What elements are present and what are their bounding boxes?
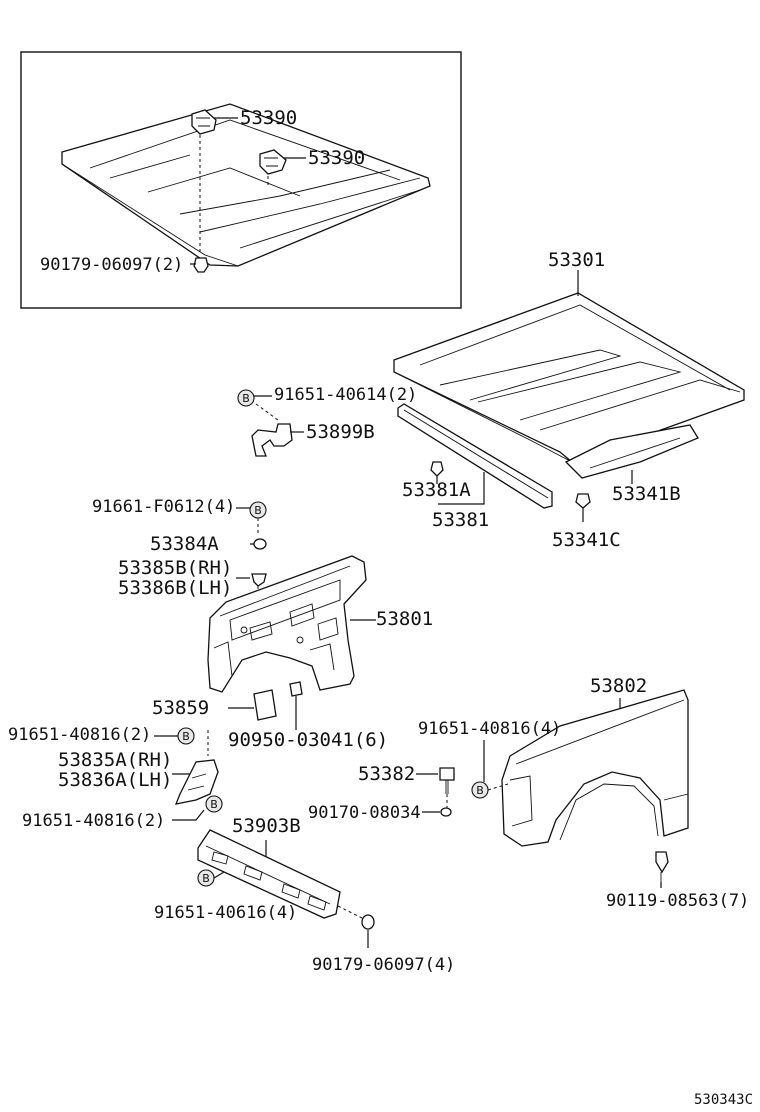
- label-90179-06097-inset: 90179-06097(2): [40, 255, 183, 275]
- label-53341b: 53341B: [612, 483, 681, 505]
- label-90179-06097-lower: 90179-06097(4): [312, 955, 455, 975]
- label-53385b: 53385B(RH): [118, 557, 232, 579]
- b-bolt-marker-icon: B: [242, 392, 250, 405]
- label-90170-08034: 90170-08034: [308, 803, 421, 823]
- clip-53381a: [430, 461, 444, 477]
- nut-90170: [440, 807, 452, 817]
- support-53903b: [197, 829, 341, 919]
- label-91651-40816-b: 91651-40816(2): [22, 811, 165, 831]
- label-53802: 53802: [590, 675, 647, 697]
- label-53381: 53381: [432, 509, 489, 531]
- label-91651-40816-c: 91651-40816(4): [418, 719, 561, 739]
- bolt-marker-91651-40614: B: [237, 389, 255, 407]
- bolt-marker-91661: B: [249, 501, 267, 519]
- label-53390-upper: 53390: [240, 107, 297, 129]
- label-91651-40614: 91651-40614(2): [274, 385, 417, 405]
- label-53382: 53382: [358, 763, 415, 785]
- label-53381a: 53381A: [402, 479, 471, 501]
- bolt-marker-91651-40816-a: B: [177, 727, 195, 745]
- label-91661-f0612: 91661-F0612(4): [92, 497, 235, 517]
- label-53384a: 53384A: [150, 533, 219, 555]
- cover-53859: [253, 689, 277, 721]
- b-bolt-marker-icon: B: [210, 798, 218, 811]
- bolt-53382: [439, 767, 455, 794]
- bolt-marker-91651-40816-b: B: [205, 795, 223, 813]
- b-bolt-marker-icon: B: [182, 730, 190, 743]
- fender-apron-53801: [207, 555, 367, 693]
- inset-panel: 53390 53390 90179-06097(2): [20, 51, 462, 309]
- bolt-marker-91651-40816-c: B: [471, 781, 489, 799]
- label-53835a: 53835A(RH): [58, 749, 172, 771]
- clip-90950: [289, 681, 303, 697]
- hood-stay-53899b: [251, 423, 293, 457]
- label-53341c: 53341C: [552, 529, 621, 551]
- label-53390-lower: 53390: [308, 147, 365, 169]
- clip-53341c: [575, 493, 591, 509]
- hood-seal-drawing: [397, 403, 553, 509]
- hood-bracket-lower: [259, 149, 287, 175]
- label-53386b: 53386B(LH): [118, 577, 232, 599]
- b-bolt-marker-icon: B: [254, 504, 262, 517]
- nut-53384a: [253, 538, 267, 550]
- label-53301: 53301: [548, 249, 605, 271]
- label-53859: 53859: [152, 697, 209, 719]
- bolt-marker-91651-40616: B: [197, 869, 215, 887]
- label-53836a: 53836A(LH): [58, 769, 172, 791]
- label-53801: 53801: [376, 608, 433, 630]
- label-90950-03041: 90950-03041(6): [228, 729, 388, 751]
- label-91651-40816-a: 91651-40816(2): [8, 725, 151, 745]
- b-bolt-marker-icon: B: [202, 872, 210, 885]
- brace-53835a: [174, 759, 219, 805]
- label-53903b: 53903B: [232, 815, 301, 837]
- label-91651-40616: 91651-40616(4): [154, 903, 297, 923]
- clip-90179-lower: [361, 914, 375, 930]
- clip-53385b: [251, 573, 267, 587]
- inset-hood-drawing: [61, 103, 431, 267]
- hood-drawing: [393, 292, 745, 479]
- clip-90119: [655, 851, 669, 882]
- fender-53802: [501, 689, 689, 847]
- inset-clip: [193, 257, 209, 273]
- hood-bracket-upper: [191, 109, 217, 135]
- diagram-code: 530343C: [694, 1092, 753, 1108]
- b-bolt-marker-icon: B: [476, 784, 484, 797]
- label-90119-08563: 90119-08563(7): [606, 891, 749, 911]
- label-53899b: 53899B: [306, 421, 375, 443]
